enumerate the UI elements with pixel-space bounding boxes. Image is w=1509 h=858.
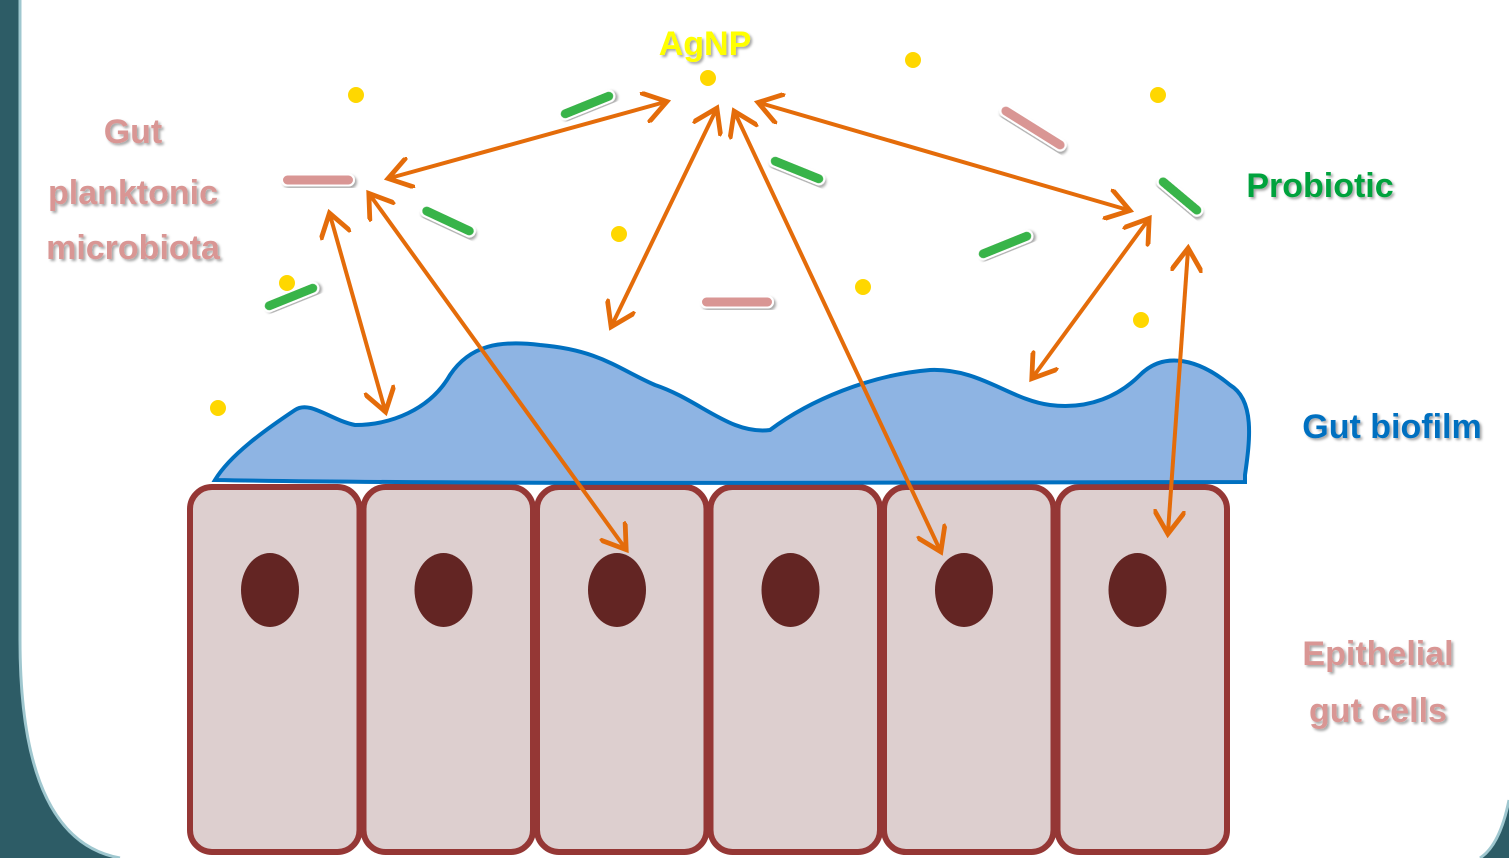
probiotic-bacterium-body — [1155, 174, 1204, 218]
agnp-label: AgNP — [659, 25, 752, 63]
agnp-particle — [1149, 86, 1167, 104]
agnp-particle — [904, 51, 922, 69]
probiotic-label: Probiotic — [1246, 167, 1393, 205]
cell-nucleus — [415, 553, 473, 627]
planktonic-bacterium — [701, 297, 773, 308]
planktonic-bacterium — [998, 103, 1067, 152]
probiotic-bacterium-body — [768, 154, 826, 186]
gut-planktonic-label-line3: microbiota — [46, 229, 221, 267]
gut-planktonic-label-line2: planktonic — [48, 174, 218, 212]
interaction-arrow — [1033, 220, 1148, 377]
interaction-arrow — [612, 110, 716, 325]
planktonic-bacterium-body — [998, 103, 1067, 152]
probiotic-bacterium — [768, 154, 826, 186]
gut-planktonic-label-line1: Gut — [104, 113, 163, 151]
epithelial-cell — [711, 487, 881, 852]
cell-nucleus — [1109, 553, 1167, 627]
cell-nucleus — [762, 553, 820, 627]
interaction-arrow — [330, 215, 385, 410]
epithelial-label-line2: gut cells — [1309, 692, 1447, 730]
agnp-particle — [610, 225, 628, 243]
cell-nucleus — [588, 553, 646, 627]
probiotic-bacterium — [419, 204, 476, 238]
probiotic-bacterium — [976, 229, 1034, 261]
planktonic-bacterium-body — [701, 297, 773, 308]
gut-biofilm-label: Gut biofilm — [1302, 408, 1481, 446]
interaction-arrow — [390, 102, 665, 178]
interaction-arrow — [760, 103, 1128, 210]
epithelial-cell — [364, 487, 534, 852]
bacteria — [262, 89, 1205, 313]
epithelial-cell — [190, 487, 360, 852]
epithelial-cells — [190, 487, 1227, 852]
agnp-particle — [347, 86, 365, 104]
agnp-particle — [209, 399, 227, 417]
agnp-particle — [854, 278, 872, 296]
epithelial-label-line1: Epithelial — [1302, 635, 1453, 673]
cell-nucleus — [241, 553, 299, 627]
probiotic-bacterium-body — [976, 229, 1034, 261]
agnp-particle — [699, 69, 717, 87]
agnp-particle — [1132, 311, 1150, 329]
planktonic-bacterium-body — [282, 175, 354, 186]
epithelial-cell — [1058, 487, 1228, 852]
epithelial-cell — [884, 487, 1054, 852]
planktonic-bacterium — [282, 175, 354, 186]
probiotic-bacterium-body — [419, 204, 476, 238]
probiotic-bacterium — [1155, 174, 1204, 218]
cell-nucleus — [935, 553, 993, 627]
